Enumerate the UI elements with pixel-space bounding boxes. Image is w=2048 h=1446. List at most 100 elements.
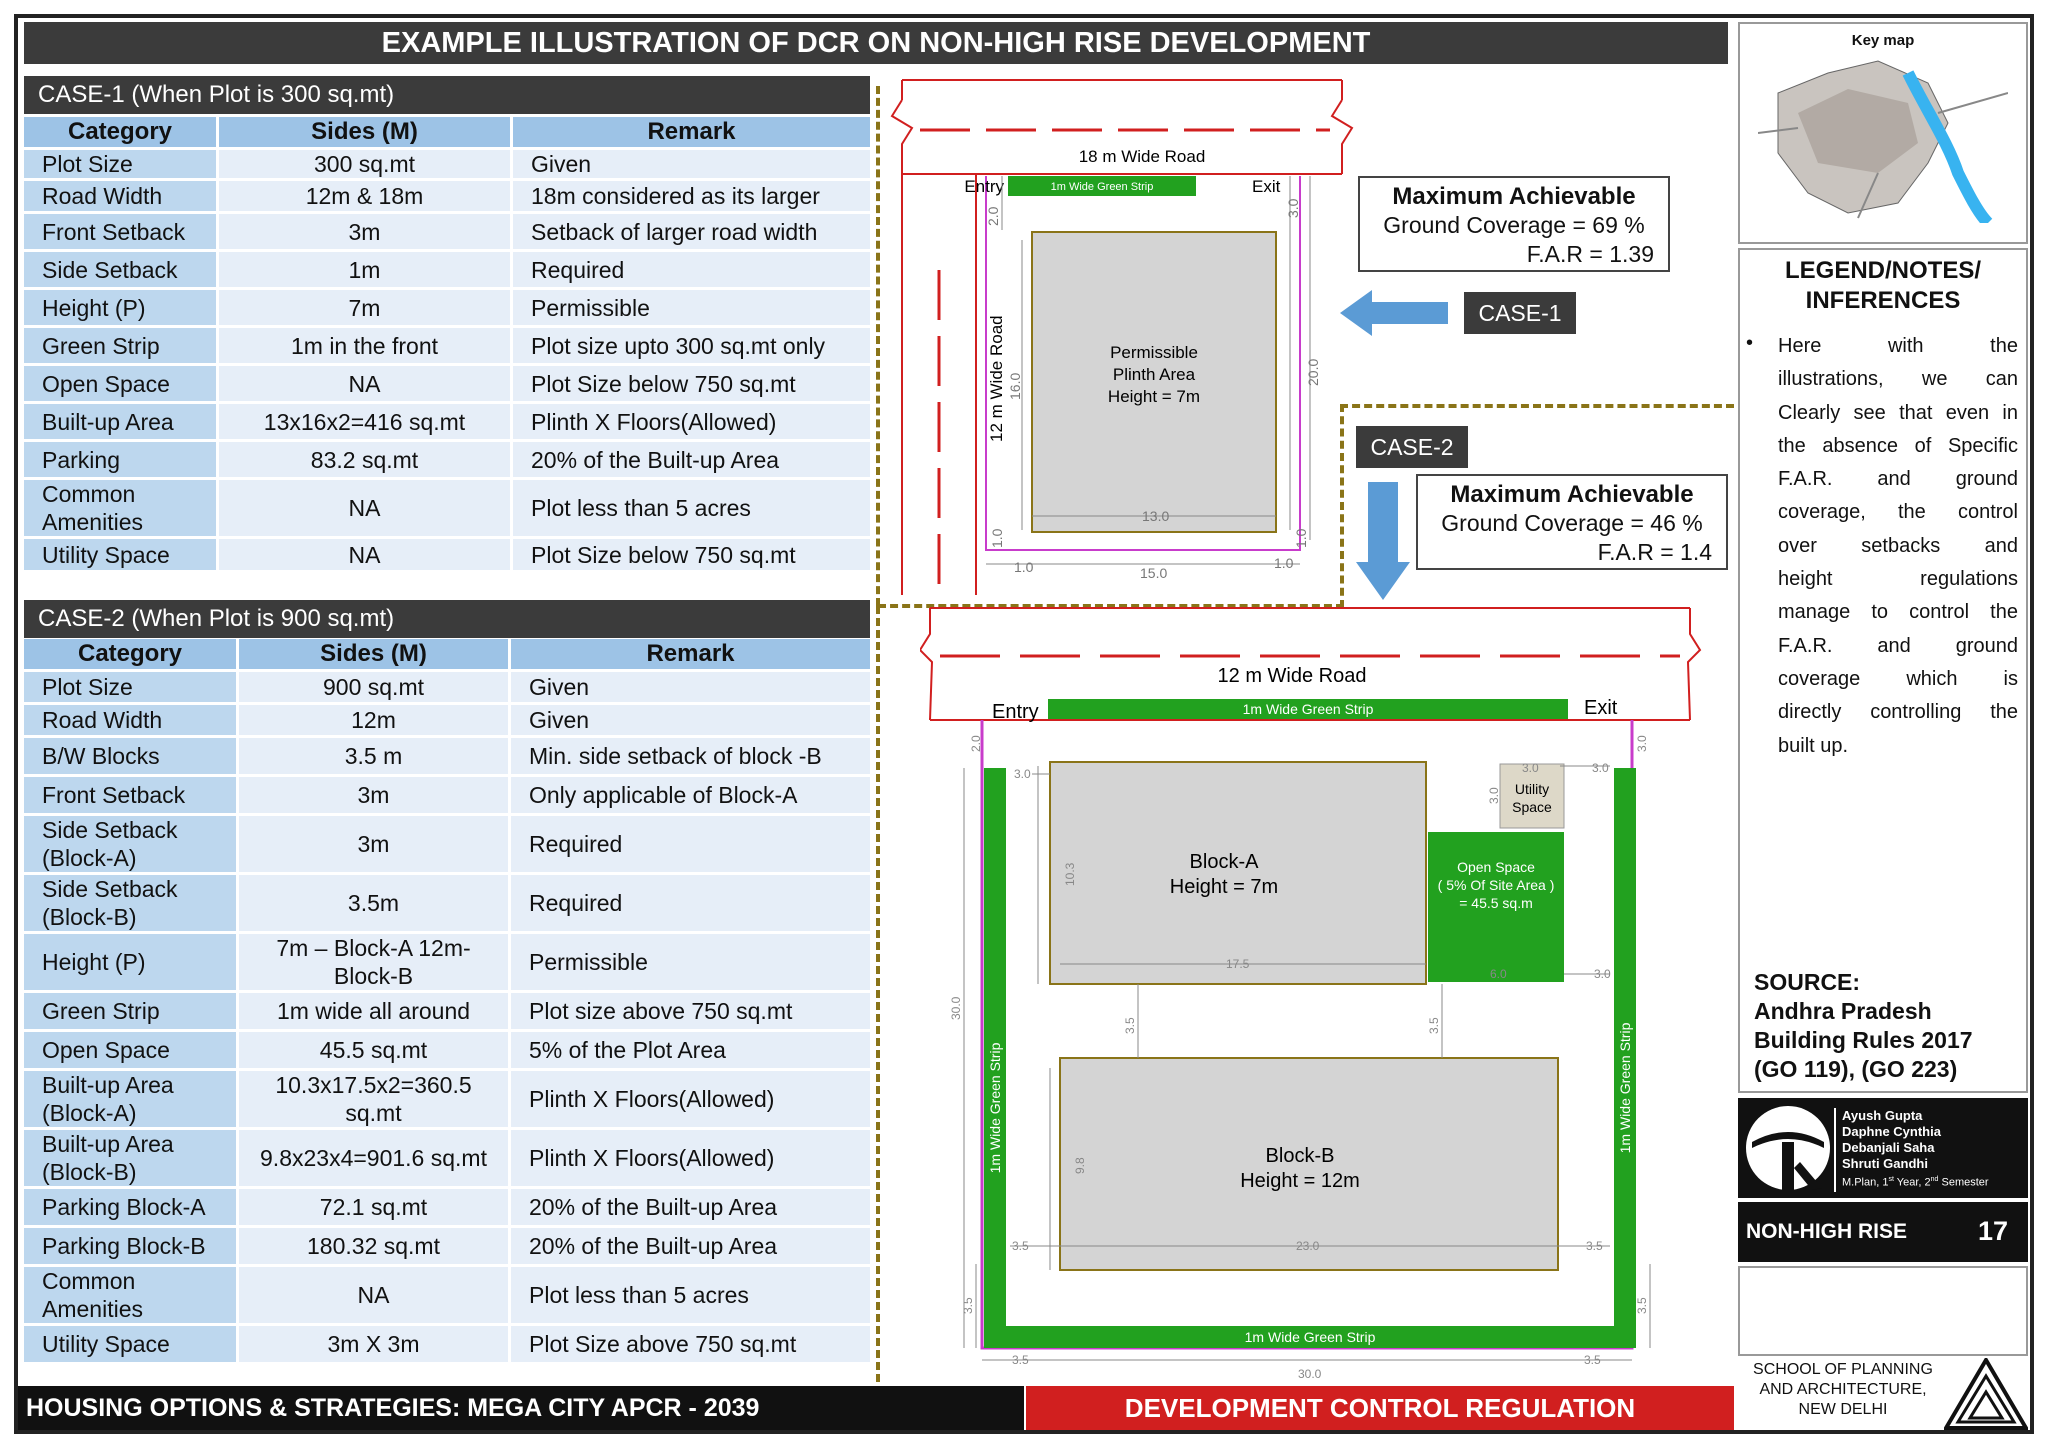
row-remark: Plinth X Floors(Allowed) bbox=[508, 1071, 870, 1127]
case2-tag: CASE-2 bbox=[1356, 426, 1468, 468]
school-line: NEW DELHI bbox=[1798, 1401, 1888, 1418]
col-category: Category bbox=[24, 639, 236, 669]
row-sides: 3m bbox=[236, 777, 508, 813]
open-space bbox=[1428, 832, 1564, 982]
legend-line: over setbacks and bbox=[1778, 534, 2018, 557]
legend-line: directly controlling the bbox=[1778, 701, 2018, 724]
row-sides: NA bbox=[236, 1267, 508, 1323]
legend-line: illustrations, we can bbox=[1778, 368, 2018, 391]
row-sides: 83.2 sq.mt bbox=[216, 442, 510, 477]
dim-label: 3.0 bbox=[1635, 735, 1649, 752]
row-sides: 3.5 m bbox=[236, 738, 508, 774]
dashed-divider bbox=[1340, 404, 1734, 408]
source-text: (GO 119), (GO 223) bbox=[1754, 1056, 1958, 1082]
bullet-icon: • bbox=[1746, 332, 1754, 354]
row-remark: Plot less than 5 acres bbox=[508, 1267, 870, 1323]
school-line: SCHOOL OF PLANNING bbox=[1753, 1361, 1933, 1378]
green-strip-label: 1m Wide Green Strip bbox=[987, 1042, 1003, 1173]
row-remark: Min. side setback of block -B bbox=[508, 738, 870, 774]
legend-line: coverage, the control bbox=[1778, 501, 2018, 524]
block-a bbox=[1049, 761, 1427, 985]
col-category: Category bbox=[24, 117, 216, 147]
legend-line: manage to control the bbox=[1778, 601, 2018, 624]
plot-boundary bbox=[985, 176, 1301, 551]
blank-panel bbox=[1738, 1266, 2028, 1356]
row-remark: Given bbox=[508, 705, 870, 735]
row-category: Side Setback bbox=[24, 252, 216, 287]
row-sides: 300 sq.mt bbox=[216, 150, 510, 178]
open-space-label: = 45.5 sq.m bbox=[1459, 895, 1533, 911]
dim-label: 3.5 bbox=[1012, 1239, 1029, 1253]
plinth-area bbox=[1031, 231, 1277, 533]
row-category: Road Width bbox=[24, 705, 236, 735]
row-category: B/W Blocks bbox=[24, 738, 236, 774]
legend-line: F.A.R. and ground bbox=[1778, 468, 2018, 491]
legend-line: built up. bbox=[1778, 734, 1849, 757]
sheet-label: NON-HIGH RISE bbox=[1746, 1220, 1908, 1243]
row-category: Front Setback bbox=[24, 214, 216, 249]
row-category: Green Strip bbox=[24, 328, 216, 363]
source-text: Building Rules 2017 bbox=[1754, 1027, 1973, 1053]
legend-line: the absence of Specific bbox=[1778, 434, 2018, 457]
page-frame bbox=[14, 14, 2034, 1434]
row-sides: 1m bbox=[216, 252, 510, 287]
course-part: M.Plan, 1 bbox=[1842, 1176, 1889, 1189]
page-title: EXAMPLE ILLUSTRATION OF DCR ON NON-HIGH … bbox=[24, 22, 1728, 64]
author-name: Shruti Gandhi bbox=[1842, 1156, 1928, 1171]
plinth-label: Plinth Area bbox=[1113, 365, 1196, 384]
col-sides: Sides (M) bbox=[236, 639, 508, 669]
row-category: Built-up Area (Block-A) bbox=[24, 1071, 236, 1127]
dim-label: 30.0 bbox=[949, 996, 963, 1020]
dim-label: 15.0 bbox=[1140, 565, 1167, 581]
triangle-logo-icon bbox=[1944, 1358, 2028, 1430]
dashed-divider bbox=[878, 604, 1344, 608]
row-remark: Plot Size below 750 sq.mt bbox=[510, 539, 870, 570]
row-remark: 20% of the Built-up Area bbox=[508, 1189, 870, 1225]
case1-site-plan: 1m Wide Green Strip Permissible Plinth A… bbox=[890, 79, 1354, 595]
col-sides: Sides (M) bbox=[216, 117, 510, 147]
row-category: Common Amenities bbox=[24, 1267, 236, 1323]
green-strip-right bbox=[1614, 768, 1636, 1346]
utility-label: Space bbox=[1512, 799, 1552, 815]
row-sides: NA bbox=[216, 366, 510, 401]
green-strip-bottom bbox=[984, 1326, 1636, 1348]
dim-label: 23.0 bbox=[1296, 1239, 1320, 1253]
row-sides: 10.3x17.5x2=360.5 sq.mt bbox=[236, 1071, 508, 1127]
row-category: Open Space bbox=[24, 366, 216, 401]
row-category: Height (P) bbox=[24, 934, 236, 990]
legend-line: Here with the bbox=[1778, 335, 2018, 357]
row-sides: 72.1 sq.mt bbox=[236, 1189, 508, 1225]
row-remark: Only applicable of Block-A bbox=[508, 777, 870, 813]
dim-label: 3.5 bbox=[1427, 1017, 1441, 1034]
row-category: Open Space bbox=[24, 1032, 236, 1068]
school-logo-icon bbox=[1746, 1106, 1830, 1190]
row-remark: Required bbox=[508, 875, 870, 931]
block-a-label: Height = 7m bbox=[1170, 876, 1278, 898]
row-remark: Plot Size above 750 sq.mt bbox=[508, 1326, 870, 1362]
school-line: AND ARCHITECTURE, bbox=[1759, 1381, 1927, 1398]
dim-label: 10.3 bbox=[1063, 862, 1077, 886]
dim-label: 3.0 bbox=[1594, 967, 1611, 981]
row-remark: Required bbox=[508, 816, 870, 872]
key-map: Key map bbox=[1738, 22, 2028, 244]
case1-summary: Maximum Achievable Ground Coverage = 69 … bbox=[1358, 176, 1670, 272]
exit-label: Exit bbox=[1584, 697, 1618, 719]
sheet-strip: NON-HIGH RISE 17 bbox=[1738, 1202, 2028, 1262]
row-category: Green Strip bbox=[24, 993, 236, 1029]
dim-label: 1.0 bbox=[989, 528, 1005, 548]
course-part: Year, 2 bbox=[1893, 1176, 1931, 1189]
row-sides: 7m bbox=[216, 290, 510, 325]
summary-far: F.A.R = 1.4 bbox=[1597, 539, 1712, 565]
